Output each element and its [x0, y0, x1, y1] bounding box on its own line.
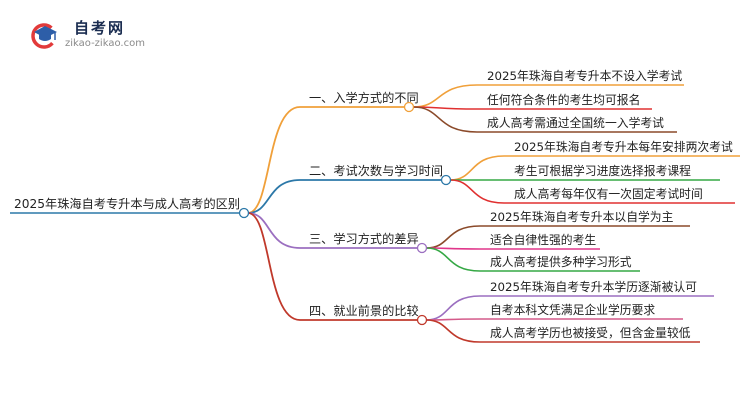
leaf-connector: [450, 155, 505, 181]
branch-label: 三、学习方式的差异: [309, 231, 419, 246]
leaf-connector: [426, 319, 481, 343]
leaf-label: 2025年珠海自考专升本每年安排两次考试: [514, 140, 733, 154]
branch-label: 四、就业前景的比较: [309, 303, 419, 318]
branch-node[interactable]: [416, 314, 428, 326]
leaf-label: 成人高考提供多种学习形式: [490, 255, 632, 269]
site-logo[interactable]: 自考网 zikao-zikao.com: [30, 14, 150, 54]
leaf-label: 成人高考需通过全国统一入学考试: [487, 116, 664, 130]
leaf-label: 自考本科文凭满足企业学历要求: [490, 303, 655, 317]
leaf-label: 成人高考学历也被接受，但含金量较低: [490, 326, 691, 340]
branch-node[interactable]: [403, 101, 415, 113]
mindmap-nodes: 2025年珠海自考专升本与成人高考的区别 一、入学方式的不同 2025年珠海自考专升…: [14, 69, 733, 340]
branch-connector: [247, 212, 301, 249]
leaf-label: 适合自律性强的考生: [490, 233, 596, 247]
leaf-connector: [413, 84, 478, 108]
leaf-connector: [426, 225, 481, 249]
branch-connector: [247, 212, 301, 321]
leaf-label: 任何符合条件的考生均可报名: [487, 93, 640, 107]
graduation-cap-icon: [31, 23, 57, 49]
branch-label: 一、入学方式的不同: [309, 90, 419, 105]
leaf-connector: [426, 295, 481, 321]
leaf-connector: [413, 106, 478, 133]
logo-title: 自考网: [74, 19, 126, 37]
root-node[interactable]: [238, 207, 250, 219]
leaf-label: 2025年珠海自考专升本不设入学考试: [487, 69, 682, 83]
logo-url: zikao-zikao.com: [65, 38, 145, 49]
leaf-label: 2025年珠海自考专升本以自学为主: [490, 210, 674, 224]
leaf-connector: [450, 179, 505, 204]
branch-node[interactable]: [440, 174, 452, 186]
root-label: 2025年珠海自考专升本与成人高考的区别: [14, 196, 240, 211]
leaf-label: 2025年珠海自考专升本学历逐渐被认可: [490, 280, 697, 294]
leaf-connector: [426, 318, 481, 321]
branch-label: 二、考试次数与学习时间: [309, 163, 443, 178]
branch-connector: [247, 106, 301, 214]
mindmap-edges: [10, 84, 740, 343]
leaf-label: 成人高考每年仅有一次固定考试时间: [514, 187, 703, 201]
leaf-label: 考生可根据学习进度选择报考课程: [514, 164, 691, 178]
branch-node[interactable]: [416, 242, 428, 254]
leaf-connector: [426, 247, 481, 272]
branch-connector: [247, 179, 301, 214]
